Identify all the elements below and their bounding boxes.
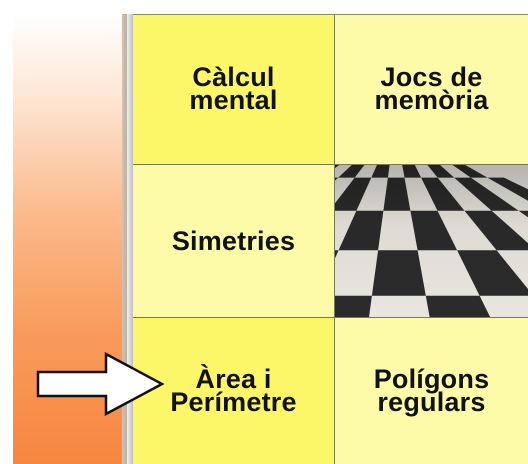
tile-label: Àrea i Perímetre xyxy=(170,364,297,417)
checkerboard-floor-image[interactable] xyxy=(335,165,528,317)
tile-poligons-regulars[interactable]: Polígons regulars xyxy=(335,318,528,464)
tile-label: Simetries xyxy=(171,225,296,256)
tile-label: Polígons regulars xyxy=(373,364,490,417)
tile-calcul-mental[interactable]: Càlcul mental xyxy=(133,14,334,164)
sidebar-edge xyxy=(122,14,127,464)
arrow-right-icon xyxy=(36,352,164,416)
tile-label: Jocs de memòria xyxy=(374,62,489,115)
tile-simetries[interactable]: Simetries xyxy=(133,165,334,317)
tile-jocs-de-memoria[interactable]: Jocs de memòria xyxy=(335,14,528,164)
tile-area-i-perimetre[interactable]: Àrea i Perímetre xyxy=(133,318,334,464)
checkerboard-floor-image-svg xyxy=(335,165,528,317)
grid-divider xyxy=(127,14,133,464)
tile-label: Càlcul mental xyxy=(189,62,278,115)
activity-menu-grid: Càlcul mental Jocs de memòria Simetries … xyxy=(133,14,528,464)
